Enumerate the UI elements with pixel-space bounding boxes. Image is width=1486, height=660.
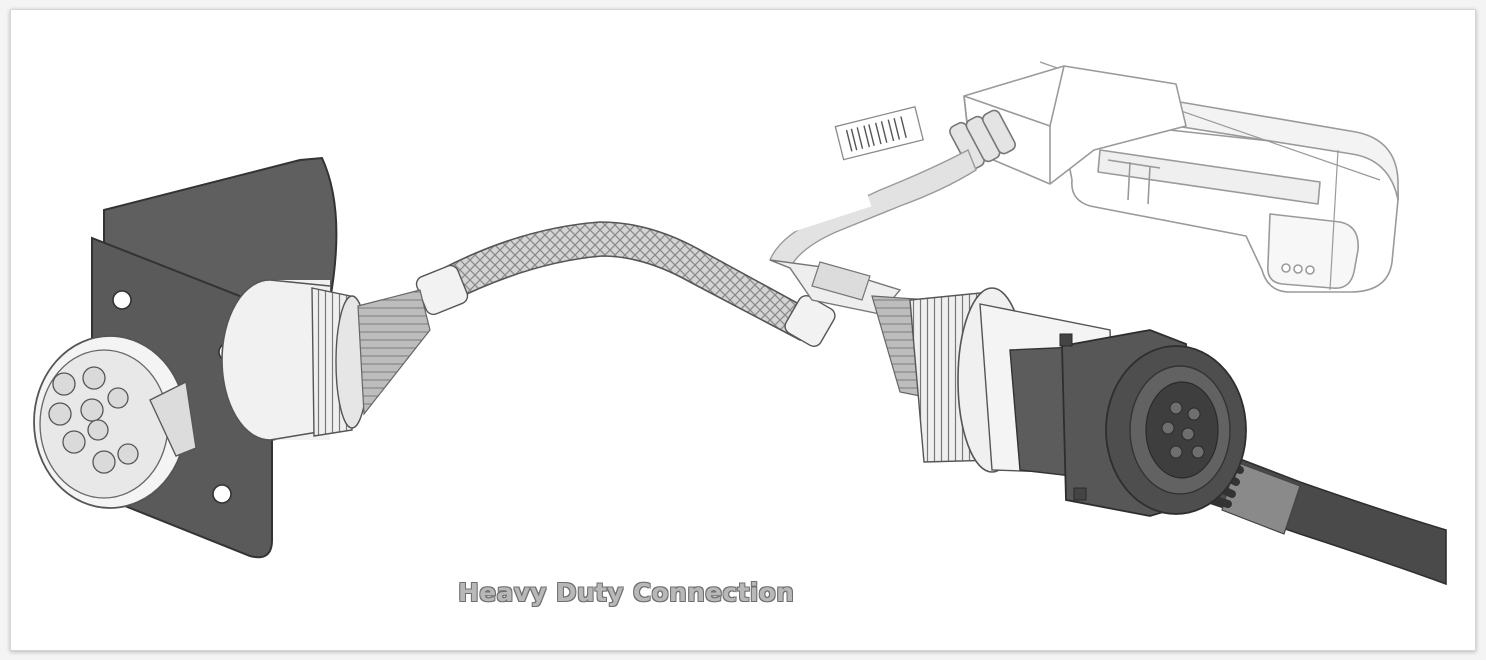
caption: Heavy Duty Connection xyxy=(458,578,795,607)
device-cable xyxy=(758,149,977,269)
braided-cable-icon xyxy=(415,221,836,347)
left-deutsch-connector-icon xyxy=(33,279,431,509)
split-cable xyxy=(769,259,902,315)
right-deutsch-connector-icon xyxy=(871,287,1447,586)
obd-interface-device-icon xyxy=(949,61,1399,293)
barcode-label-icon xyxy=(834,106,924,161)
